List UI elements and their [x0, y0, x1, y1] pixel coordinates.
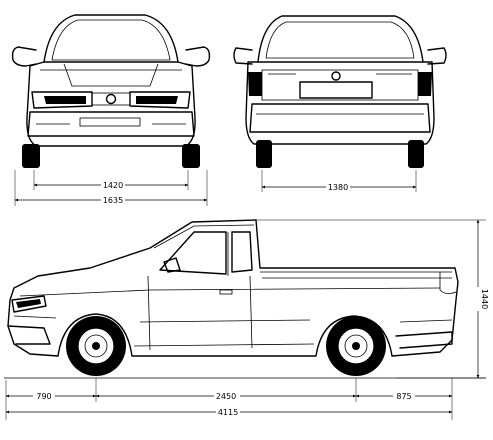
- length-label: 4115: [218, 408, 238, 417]
- wheelbase-label: 2450: [216, 392, 236, 401]
- front-view: [11, 14, 211, 168]
- front-width-dimension: 1635: [14, 170, 208, 206]
- front-overhang-label: 790: [36, 392, 51, 401]
- rear-track-label: 1380: [328, 183, 348, 192]
- front-track-label: 1420: [103, 181, 123, 190]
- front-width-label: 1635: [103, 196, 123, 205]
- rear-track-dimension: 1380: [261, 170, 417, 192]
- segment-dimensions: 790 2450 875: [5, 378, 453, 420]
- rear-overhang-label: 875: [396, 392, 411, 401]
- side-view: [7, 219, 459, 376]
- rear-view: [233, 15, 447, 168]
- front-track-dimension: 1420: [33, 170, 189, 190]
- height-label: 1440: [480, 289, 489, 309]
- length-dimension: 4115: [5, 407, 453, 417]
